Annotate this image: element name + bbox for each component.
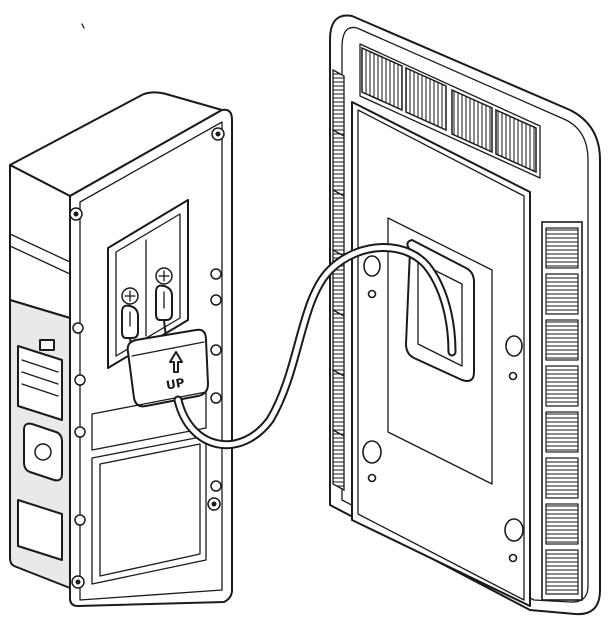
face-screw-13-dot [211, 501, 217, 507]
lower-panel-upper [91, 391, 207, 451]
spade-terminals [121, 284, 173, 339]
module-front-rim [79, 121, 223, 601]
solar-cell-right-2 [545, 273, 579, 315]
solar-cell-right-8 [545, 549, 579, 595]
back-module: UP [9, 91, 233, 607]
terminal-screws [121, 267, 173, 305]
front-panel-holes [362, 255, 524, 563]
solar-cell-right-3 [545, 319, 579, 361]
side-knob [34, 443, 52, 461]
face-screw-2-dot [215, 131, 221, 137]
face-screw-8 [210, 268, 222, 280]
mount-hole-1 [363, 255, 381, 277]
solar-cell-right-6 [545, 457, 579, 499]
left-edge-solar-strip [332, 68, 345, 492]
solar-cell-right-4 [545, 365, 579, 407]
cable-inner [175, 245, 455, 448]
mount-hole-3 [505, 335, 523, 357]
pin-hole-1 [367, 289, 377, 299]
side-bottom-block [17, 499, 63, 561]
pin-hole-4 [508, 553, 518, 563]
module-face-screws [69, 127, 225, 589]
side-latch [17, 345, 63, 421]
connector-block [126, 328, 209, 408]
side-latch-ribs [21, 359, 59, 397]
stray-mark [81, 23, 85, 29]
face-screw-4 [74, 374, 86, 386]
cable-port-inner [417, 261, 463, 367]
front-panel [329, 14, 601, 616]
side-panel-seam [9, 233, 71, 263]
face-screw-5 [74, 426, 86, 438]
solar-cell-top-2 [405, 66, 447, 132]
connection-cable [173, 243, 457, 450]
side-panel-seam-2 [9, 245, 71, 275]
terminal-window-inner [115, 213, 181, 357]
connector-top-edge [131, 341, 205, 357]
front-panel-face-rim [357, 109, 525, 601]
screw-cross-left [124, 290, 136, 302]
mount-hole-4 [504, 518, 524, 542]
cable-port-opening [405, 239, 475, 382]
solar-cell-right-7 [545, 503, 579, 545]
solar-cell-top-4 [495, 108, 537, 174]
solar-cell-right-5 [545, 411, 579, 453]
mounting-recess [387, 217, 493, 485]
solar-cell-top-1 [361, 46, 403, 112]
face-screw-10 [210, 344, 222, 356]
solar-cell-right-1 [545, 227, 579, 269]
screw-cross-right [158, 270, 170, 282]
face-screw-3 [72, 322, 84, 334]
mount-hole-2 [362, 440, 382, 464]
lower-panel-large [91, 435, 207, 585]
face-screw-7-dot [75, 579, 81, 585]
top-solar-frame [359, 43, 541, 179]
right-solar-cells [541, 221, 583, 601]
face-screw-1-dot [73, 211, 79, 217]
top-solar-cells [359, 43, 541, 179]
side-tab [39, 339, 55, 351]
pin-hole-3 [508, 371, 518, 381]
connector-label: UP [165, 376, 186, 393]
face-screw-12 [210, 480, 222, 492]
pin-hole-2 [367, 473, 377, 483]
module-top-face [9, 91, 223, 197]
face-screw-11 [210, 392, 222, 404]
lower-panel-inner [99, 443, 201, 577]
face-screw-9 [210, 294, 222, 306]
up-arrow-icon [169, 351, 183, 373]
solar-cell-top-3 [451, 88, 493, 154]
face-screw-6 [74, 514, 86, 526]
